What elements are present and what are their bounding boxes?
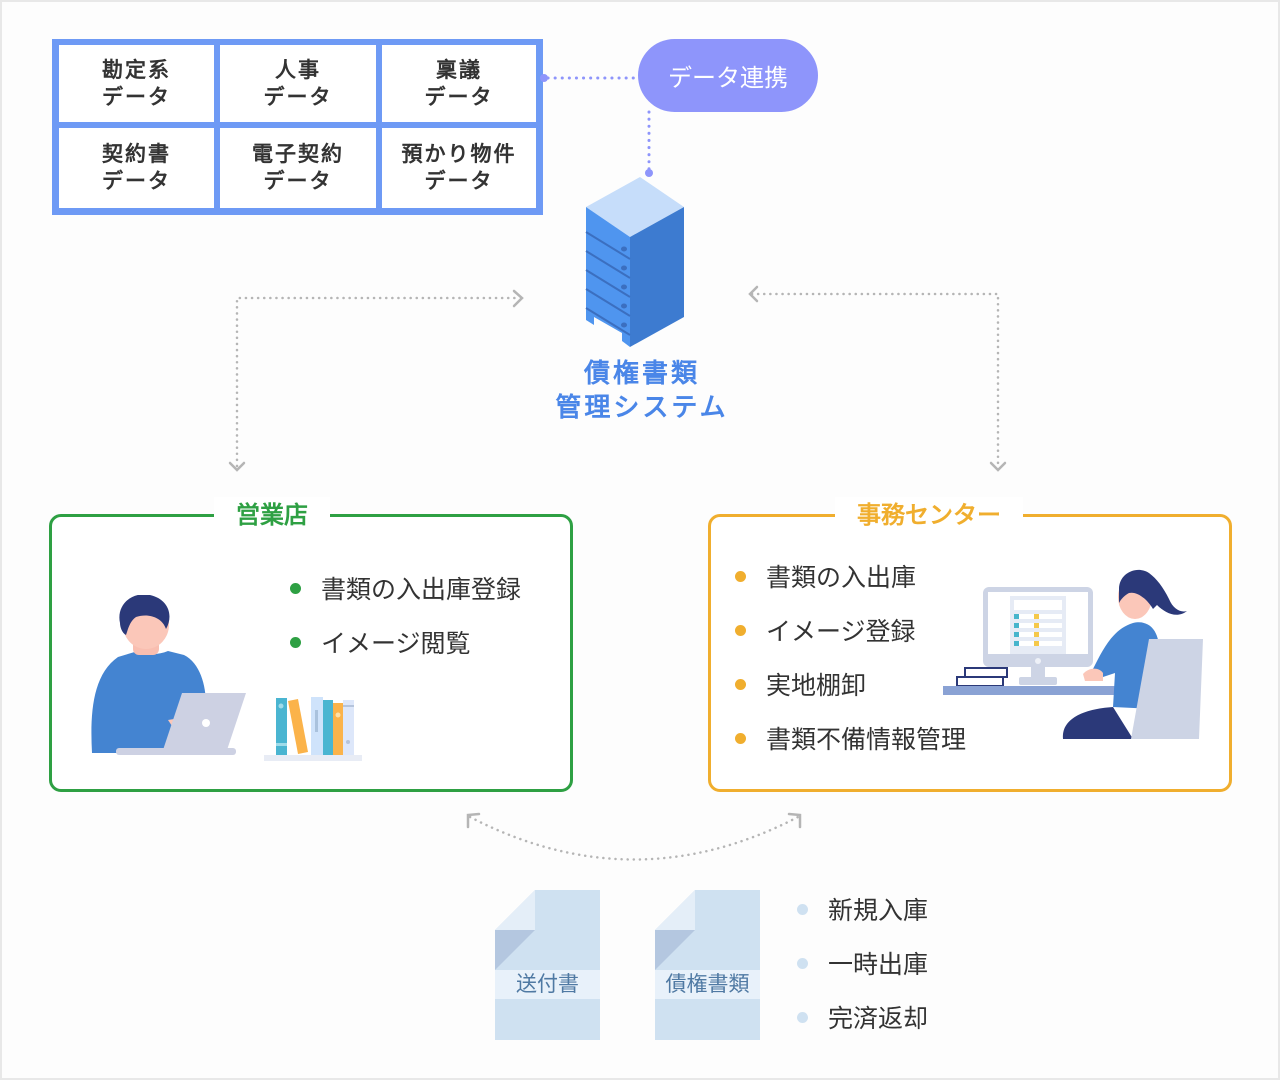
office-function-list: 書類の入出庫 イメージ登録 実地棚卸 書類不備情報管理 — [735, 549, 966, 765]
bullet-dot — [735, 732, 746, 744]
data-source-cell: 電子契約 データ — [220, 128, 376, 208]
list-item-label: 新規入庫 — [828, 896, 929, 925]
branch-title: 営業店 — [214, 497, 330, 533]
system-title-line2: 管理システム — [555, 393, 729, 423]
arrowhead-right-icon — [512, 289, 524, 308]
list-item: 書類不備情報管理 — [735, 711, 966, 765]
system-branch-arrow — [228, 289, 524, 472]
office-center-title: 事務センター — [835, 497, 1023, 533]
bullet-dot — [290, 636, 301, 648]
document-label: 債権書類 — [655, 970, 760, 999]
list-item: 完済返却 — [797, 990, 928, 1044]
list-item: イメージ登録 — [735, 603, 966, 657]
arrowhead-upright-icon — [787, 812, 802, 829]
document-sending-slip: 送付書 — [495, 890, 600, 1040]
cell-line1: 預かり物件 — [401, 142, 517, 166]
data-link-label: データ連携 — [668, 64, 788, 92]
person-desktop-illustration — [943, 569, 1203, 739]
branch-function-list: 書類の入出庫登録 イメージ閲覧 — [290, 561, 521, 669]
cell-line1: 稟議 — [436, 57, 482, 82]
list-item-label: 完済返却 — [828, 1004, 929, 1033]
arrowhead-left-icon — [748, 285, 759, 303]
document-operation-list: 新規入庫 一時出庫 完済返却 — [797, 882, 928, 1044]
cell-line1: 契約書 — [102, 142, 171, 166]
bullet-dot — [735, 624, 746, 636]
cell-line2: データ — [263, 84, 333, 109]
cell-line2: データ — [424, 169, 494, 193]
data-source-cell: 人事 データ — [220, 45, 376, 122]
document-label: 送付書 — [495, 970, 600, 999]
connector-dot — [540, 74, 548, 82]
connector-dot — [645, 169, 653, 177]
data-source-cell: 預かり物件 データ — [382, 128, 536, 208]
server-icon — [585, 177, 684, 347]
office-center-box: 事務センター 書類の入出庫 イメージ登録 実地棚卸 書類不備情報管理 — [708, 497, 1232, 792]
list-item: 書類の入出庫登録 — [290, 561, 521, 615]
branch-box: 営業店 書類の入出庫登録 イメージ閲覧 — [49, 497, 573, 792]
cell-line2: データ — [424, 84, 494, 109]
list-item: 一時出庫 — [797, 936, 928, 990]
list-item-label: 書類の入出庫 — [766, 563, 917, 592]
data-source-grid: 勘定系 データ 人事 データ 稟議 データ 契約書 データ 電子契約 データ 預… — [52, 39, 543, 215]
document-icon — [655, 890, 760, 1040]
bullet-dot — [797, 1011, 808, 1023]
document-icon — [495, 890, 600, 1040]
list-item-label: 書類不備情報管理 — [766, 725, 967, 754]
arrowhead-down-icon — [228, 461, 246, 472]
data-link-badge: データ連携 — [638, 39, 818, 112]
person-laptop-illustration — [91, 595, 362, 761]
bullet-dot — [797, 903, 808, 915]
bullet-dot — [290, 582, 301, 594]
cell-line1: 電子契約 — [252, 142, 344, 166]
list-item: 書類の入出庫 — [735, 549, 966, 603]
system-title-line1: 債権書類 — [583, 359, 700, 389]
data-link-connector — [540, 74, 653, 177]
system-office-arrow — [748, 285, 1007, 472]
cell-line2: データ — [102, 169, 171, 193]
list-item-label: 一時出庫 — [828, 950, 929, 979]
arrowhead-upleft-icon — [466, 812, 481, 829]
bullet-dot — [797, 957, 808, 969]
arrowhead-down-icon — [989, 461, 1007, 472]
list-item-label: イメージ登録 — [766, 617, 916, 646]
cell-line2: データ — [263, 169, 333, 193]
cell-line2: データ — [102, 84, 171, 109]
bullet-dot — [735, 570, 746, 582]
data-source-cell: 勘定系 データ — [59, 45, 214, 122]
cell-line1: 人事 — [275, 57, 321, 82]
list-item: 新規入庫 — [797, 882, 928, 936]
list-item-label: イメージ閲覧 — [321, 629, 471, 658]
branch-office-curve-arrow — [466, 812, 802, 861]
list-item-label: 書類の入出庫登録 — [321, 575, 522, 604]
bullet-dot — [735, 678, 746, 690]
data-source-cell: 稟議 データ — [382, 45, 536, 122]
list-item: イメージ閲覧 — [290, 615, 521, 669]
data-source-cell: 契約書 データ — [59, 128, 214, 208]
document-claim-papers: 債権書類 — [655, 890, 760, 1040]
cell-line1: 勘定系 — [102, 57, 171, 82]
list-item-label: 実地棚卸 — [766, 671, 867, 700]
list-item: 実地棚卸 — [735, 657, 966, 711]
system-title: 債権書類 管理システム — [522, 357, 762, 425]
